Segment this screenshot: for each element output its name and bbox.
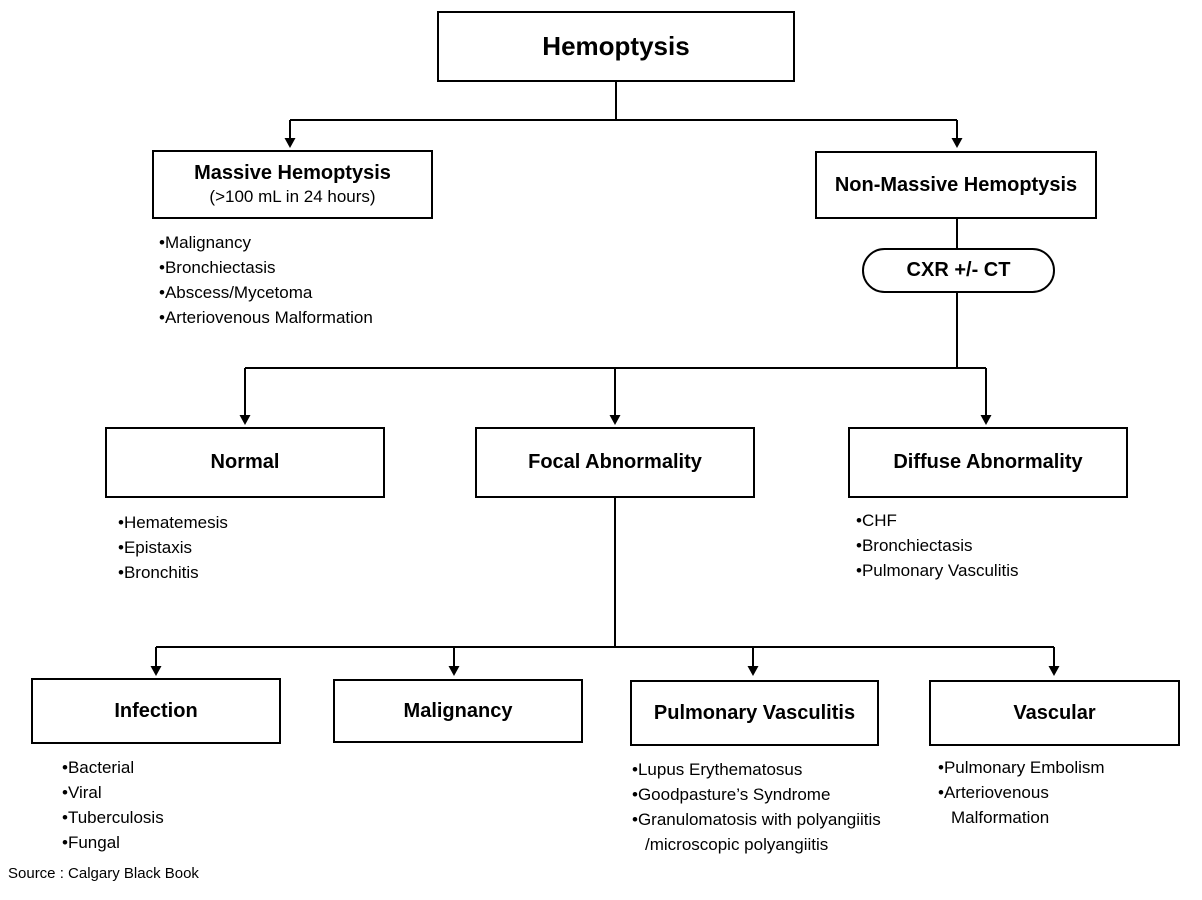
- diffuse-causes-list: CHF Bronchiectasis Pulmonary Vasculitis: [856, 508, 1126, 583]
- node-massive-hemoptysis-subtitle: (>100 mL in 24 hours): [209, 186, 376, 206]
- node-pulmonary-vasculitis: Pulmonary Vasculitis: [630, 680, 879, 746]
- node-normal: Normal: [105, 427, 385, 498]
- list-item: Abscess/Mycetoma: [159, 280, 439, 305]
- list-item: Pulmonary Vasculitis: [856, 558, 1126, 583]
- massive-causes-list: Malignancy Bronchiectasis Abscess/Myceto…: [159, 230, 439, 330]
- node-hemoptysis-title: Hemoptysis: [542, 30, 690, 61]
- node-malignancy: Malignancy: [333, 679, 583, 743]
- list-item: CHF: [856, 508, 1126, 533]
- list-item: Bronchiectasis: [159, 255, 439, 280]
- normal-causes-list: Hematemesis Epistaxis Bronchitis: [118, 510, 368, 585]
- node-focal-abnormality-title: Focal Abnormality: [528, 451, 702, 473]
- node-infection-title: Infection: [114, 699, 198, 722]
- node-diffuse-abnormality: Diffuse Abnormality: [848, 427, 1128, 498]
- node-normal-title: Normal: [210, 451, 280, 473]
- node-non-massive-hemoptysis: Non-Massive Hemoptysis: [815, 151, 1097, 219]
- node-cxr-ct-title: CXR +/- CT: [906, 259, 1011, 281]
- node-malignancy-title: Malignancy: [403, 699, 513, 722]
- list-item: Pulmonary Embolism: [938, 755, 1148, 780]
- list-item: Arteriovenous Malformation: [159, 305, 439, 330]
- node-hemoptysis: Hemoptysis: [437, 11, 795, 82]
- list-item: Granulomatosis with polyangiitis /micros…: [632, 807, 894, 857]
- node-focal-abnormality: Focal Abnormality: [475, 427, 755, 498]
- arrowheads: [150, 138, 1060, 676]
- list-item: Arteriovenous Malformation: [938, 780, 1148, 830]
- list-item: Malignancy: [159, 230, 439, 255]
- node-vascular: Vascular: [929, 680, 1180, 746]
- node-massive-hemoptysis-title: Massive Hemoptysis: [194, 161, 391, 184]
- list-item: Lupus Erythematosus: [632, 757, 894, 782]
- pulmonary-vasculitis-causes-list: Lupus Erythematosus Goodpasture’s Syndro…: [632, 757, 894, 857]
- infection-causes-list: Bacterial Viral Tuberculosis Fungal: [62, 755, 282, 855]
- node-massive-hemoptysis: Massive Hemoptysis (>100 mL in 24 hours): [152, 150, 433, 219]
- vascular-causes-list: Pulmonary Embolism Arteriovenous Malform…: [938, 755, 1148, 830]
- list-item: Bacterial: [62, 755, 282, 780]
- source-caption: Source : Calgary Black Book: [8, 865, 199, 882]
- node-infection: Infection: [31, 678, 281, 744]
- node-vascular-title: Vascular: [1013, 701, 1096, 724]
- list-item: Tuberculosis: [62, 805, 282, 830]
- node-non-massive-hemoptysis-title: Non-Massive Hemoptysis: [834, 173, 1078, 196]
- list-item: Epistaxis: [118, 535, 368, 560]
- list-item: Bronchiectasis: [856, 533, 1126, 558]
- list-item: Fungal: [62, 830, 282, 855]
- node-pulmonary-vasculitis-title: Pulmonary Vasculitis: [653, 701, 856, 724]
- list-item: Goodpasture’s Syndrome: [632, 782, 894, 807]
- list-item: Hematemesis: [118, 510, 368, 535]
- list-item: Viral: [62, 780, 282, 805]
- node-cxr-ct: CXR +/- CT: [862, 248, 1055, 293]
- node-diffuse-abnormality-title: Diffuse Abnormality: [893, 451, 1083, 473]
- list-item: Bronchitis: [118, 560, 368, 585]
